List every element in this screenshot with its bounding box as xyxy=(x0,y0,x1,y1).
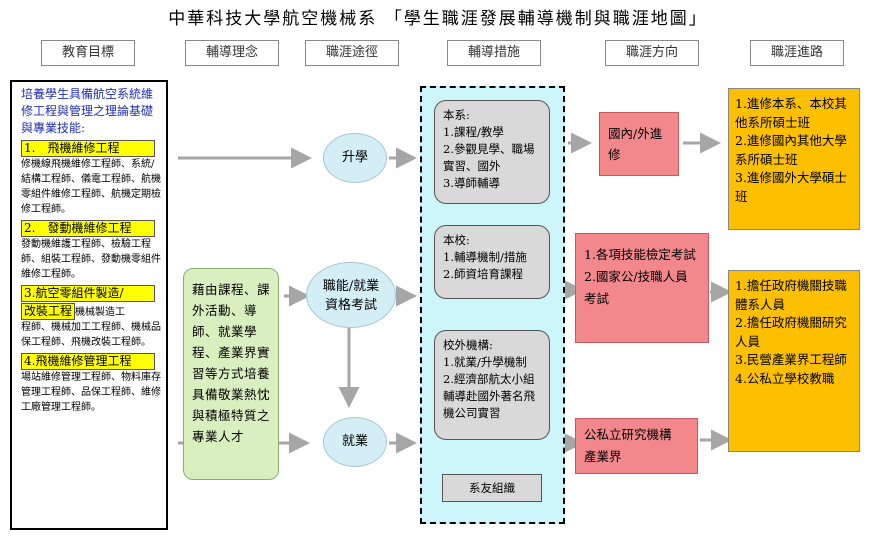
goal-2-desc: 發動機維護工程師、檢驗工程師、組裝工程師、發動機零組件維修工程師。 xyxy=(21,239,161,280)
measure-school: 本校: 1.輔導機制/措施 2.師資培育課程 xyxy=(434,225,550,299)
direction-exams: 1.各項技能檢定考試 2.國家公/技職人員考試 xyxy=(575,233,709,343)
goal-3-heading-cont: 改裝工程 xyxy=(21,303,76,320)
direction-industry: 公私立研究機構 產業界 xyxy=(575,418,698,474)
career-position-item: 1.擔任政府機關技職體系人員 xyxy=(735,278,847,312)
measure-external: 校外機構: 1.就業/升學機制 2.經濟部航太小組輔導赴國外著名飛機公司實習 xyxy=(434,330,550,440)
header-career-advancement: 職涯進路 xyxy=(750,40,844,66)
goal-3-desc-inline: 機械製造工 xyxy=(75,307,126,318)
header-guidance-philosophy: 輔導理念 xyxy=(185,40,279,66)
measure-external-item: 2.經濟部航太小組輔導赴國外著名飛機公司實習 xyxy=(443,372,535,420)
career-position-item: 4.公私立學校教職 xyxy=(735,370,835,386)
measure-external-title: 校外機構: xyxy=(443,338,493,352)
direction-industry-item: 公私立研究機構 xyxy=(584,427,672,442)
guidance-philosophy-box: 藉由課程、課外活動、導師、就業學程、產業界實習等方式培養具備敬業熱忱與積極特質之… xyxy=(183,268,279,480)
direction-exams-item: 1.各項技能檢定考試 xyxy=(584,247,696,262)
goal-3-desc: 程師、機械加工工程師、機械品保工程師、飛機改裝工程師。 xyxy=(21,322,161,348)
career-positions: 1.擔任政府機關技職體系人員 2.擔任政府機關研究人員 3.民營產業界工程師 4… xyxy=(728,270,860,452)
measure-external-item: 1.就業/升學機制 xyxy=(443,355,527,369)
career-graduate-item: 1.進修本系、本校其他系所碩士班 xyxy=(735,96,847,130)
goals-intro: 培養學生具備航空系統維修工程與管理之理論基礎與專業技能: xyxy=(21,87,154,135)
path-further-study: 升學 xyxy=(323,133,387,183)
measure-dept-item: 3.導師輔導 xyxy=(443,176,500,190)
measure-alumni: 系友組織 xyxy=(442,474,542,502)
header-career-directions: 職涯方向 xyxy=(605,40,699,66)
goal-1-heading: 1. 飛機維修工程 xyxy=(21,140,155,157)
path-employment: 就業 xyxy=(323,417,387,467)
education-goals-box: 培養學生具備航空系統維修工程與管理之理論基礎與專業技能: 1. 飛機維修工程 修… xyxy=(10,80,168,530)
header-career-paths: 職涯途徑 xyxy=(305,40,399,66)
page-title: 中華科技大學航空機械系 「學生職涯發展輔導機制與職涯地圖」 xyxy=(168,9,708,29)
goal-4-heading: 4.飛機維修管理工程 xyxy=(21,353,155,370)
direction-study-abroad: 國內/外進修 xyxy=(599,112,679,176)
header-education-goals: 教育目標 xyxy=(41,40,135,66)
career-position-item: 2.擔任政府機關研究人員 xyxy=(735,315,847,349)
measure-dept-item: 1.課程/教學 xyxy=(443,125,504,139)
career-graduate-study: 1.進修本系、本校其他系所碩士班 2.進修國內其他大學系所碩士班 3.進修國外大… xyxy=(728,88,860,230)
goal-2-heading: 2. 發動機維修工程 xyxy=(21,220,155,237)
measure-department: 本系: 1.課程/教學 2.參觀見學、職場實習、國外 3.導師輔導 xyxy=(434,100,550,204)
career-graduate-item: 2.進修國內其他大學系所碩士班 xyxy=(735,133,847,167)
measure-school-item: 2.師資培育課程 xyxy=(443,267,523,281)
goal-3-heading: 3.航空零組件製造/ xyxy=(21,285,155,302)
direction-exams-item: 2.國家公/技職人員考試 xyxy=(584,269,688,306)
path-qualification-exams: 職能/就業資格考試 xyxy=(306,262,396,328)
career-position-item: 3.民營產業界工程師 xyxy=(735,352,847,367)
measure-dept-title: 本系: xyxy=(443,108,470,122)
measure-school-title: 本校: xyxy=(443,233,470,247)
goal-1-desc: 修機線飛機維修工程師、系統/結構工程師、儀電工程師、航機零組件維修工程師、航機定… xyxy=(21,159,161,215)
direction-industry-item: 產業界 xyxy=(584,449,622,464)
measure-dept-item: 2.參觀見學、職場實習、國外 xyxy=(443,142,535,173)
measure-school-item: 1.輔導機制/措施 xyxy=(443,250,527,264)
header-guidance-measures: 輔導措施 xyxy=(447,40,541,66)
goal-4-desc: 場站維修管理工程師、物料庫存管理工程師、品保工程師、維修工廠管理工程師。 xyxy=(21,372,161,413)
career-graduate-item: 3.進修國外大學碩士班 xyxy=(735,170,847,204)
